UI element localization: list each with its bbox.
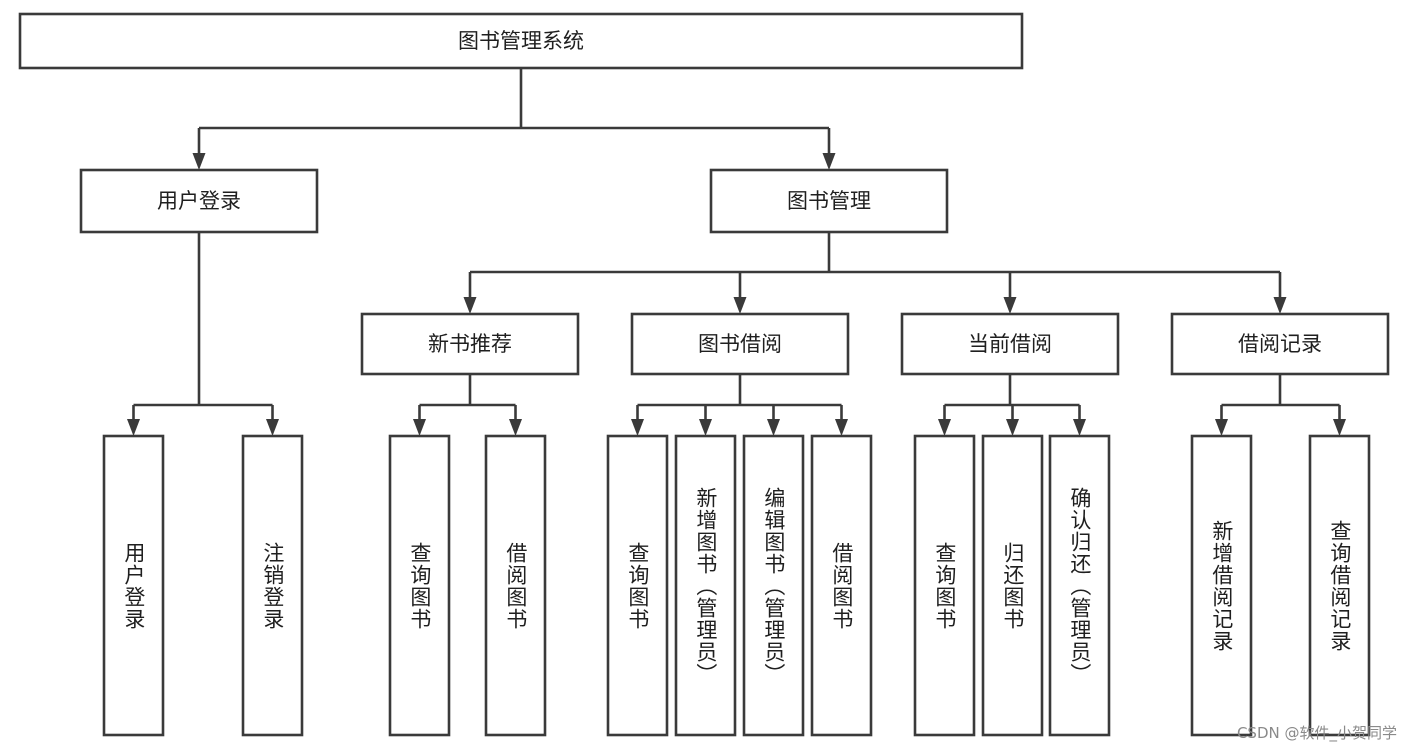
leaf-node-box[interactable] bbox=[981, 434, 1044, 737]
level3-node-box[interactable] bbox=[360, 312, 580, 376]
level3-node-label: 借阅记录 bbox=[1238, 332, 1322, 356]
connector-group bbox=[938, 374, 1086, 436]
level3-node-box[interactable] bbox=[630, 312, 850, 376]
connector-layer bbox=[127, 68, 1346, 436]
level3-node-label: 图书借阅 bbox=[698, 332, 782, 356]
leaf-node-box[interactable] bbox=[1190, 434, 1253, 737]
level3-node-box[interactable] bbox=[1170, 312, 1390, 376]
level3-node-box[interactable] bbox=[900, 312, 1120, 376]
watermark-text: CSDN @软件_小贺同学 bbox=[1236, 724, 1397, 742]
leaf-node-box[interactable] bbox=[241, 434, 304, 737]
leaf-node-box[interactable] bbox=[606, 434, 669, 737]
leaf-node-box[interactable] bbox=[810, 434, 873, 737]
level2-node-label: 用户登录 bbox=[157, 189, 241, 213]
connector-group bbox=[127, 232, 279, 436]
leaf-node-box[interactable] bbox=[102, 434, 165, 737]
node-box-layer bbox=[18, 12, 1390, 737]
leaf-node-box[interactable] bbox=[1048, 434, 1111, 737]
level2-node-box[interactable] bbox=[709, 168, 949, 234]
root-node-box[interactable] bbox=[18, 12, 1024, 70]
level3-node-label: 新书推荐 bbox=[428, 332, 512, 356]
connector-group bbox=[413, 374, 522, 436]
connector-group bbox=[1215, 374, 1346, 436]
leaf-node-box[interactable] bbox=[388, 434, 451, 737]
leaf-node-box[interactable] bbox=[674, 434, 737, 737]
level2-node-box[interactable] bbox=[79, 168, 319, 234]
connector-group bbox=[463, 232, 1287, 314]
root-node-label: 图书管理系统 bbox=[458, 29, 584, 53]
connector-group bbox=[192, 68, 836, 170]
leaf-node-box[interactable] bbox=[742, 434, 805, 737]
leaf-node-box[interactable] bbox=[484, 434, 547, 737]
level2-node-label: 图书管理 bbox=[787, 189, 871, 213]
connector-group bbox=[631, 374, 848, 436]
level3-node-label: 当前借阅 bbox=[968, 332, 1052, 356]
leaf-node-box[interactable] bbox=[913, 434, 976, 737]
leaf-node-box[interactable] bbox=[1308, 434, 1371, 737]
